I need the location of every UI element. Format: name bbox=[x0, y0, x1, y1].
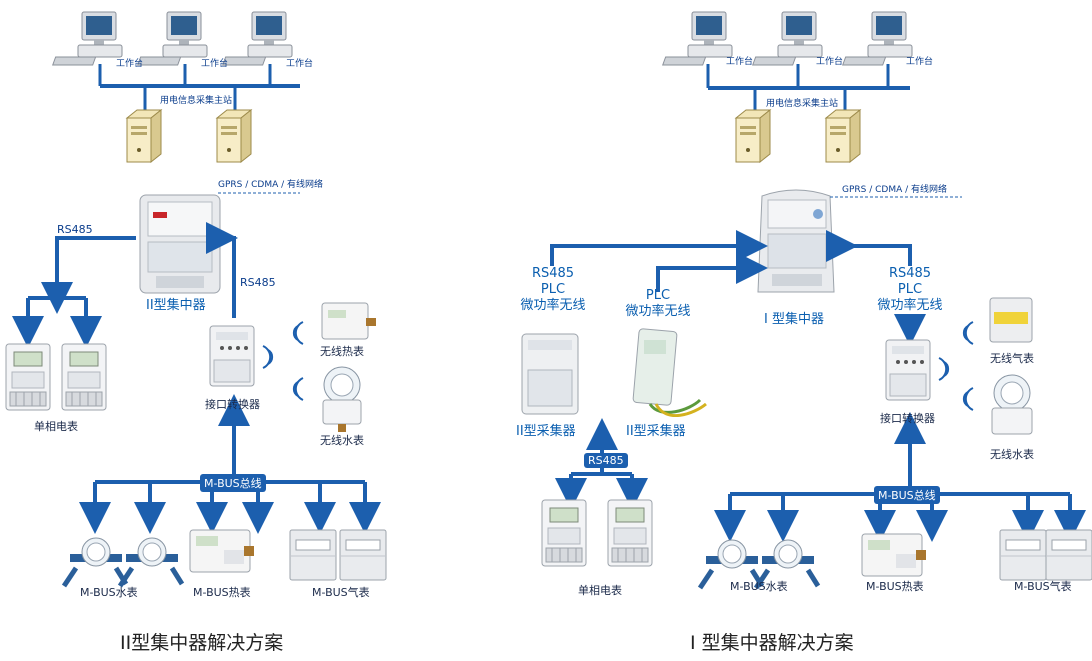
single-phase-meter-icon bbox=[5, 343, 51, 411]
wireless-wave-icon bbox=[962, 321, 974, 345]
workstation-icon bbox=[52, 11, 123, 66]
wireless-gas-meter-icon bbox=[989, 297, 1033, 343]
wireless-wave-icon bbox=[962, 387, 974, 411]
concentrator-i-label: I 型集中器 bbox=[764, 312, 824, 327]
wireless-water-meter-icon bbox=[322, 366, 362, 432]
workstation-icon bbox=[662, 11, 733, 66]
concentrator-i-device bbox=[757, 189, 835, 293]
mbus-gas-meter-label: M-BUS气表 bbox=[1014, 580, 1072, 593]
rs485-label: RS485 bbox=[240, 276, 276, 289]
mbus-gas-meter-icon bbox=[999, 529, 1047, 581]
interface-converter-label: 接口转换器 bbox=[205, 398, 260, 411]
wireless-water-meter-label: 无线水表 bbox=[990, 448, 1034, 461]
mbus-gas-meter-label: M-BUS气表 bbox=[312, 586, 370, 599]
workstation-icon bbox=[842, 11, 913, 66]
rs485-box-label: RS485 bbox=[584, 453, 628, 468]
workstation-icon bbox=[752, 11, 823, 66]
wireless-water-meter-label: 无线水表 bbox=[320, 434, 364, 447]
right-diagram bbox=[521, 11, 1092, 588]
server-icon bbox=[735, 109, 771, 163]
link-left-line: 微功率无线 bbox=[520, 298, 586, 313]
left-solution-caption: II型集中器解决方案 bbox=[120, 632, 284, 654]
interface-converter-label: 接口转换器 bbox=[880, 412, 935, 425]
workstation-label: 工作台 bbox=[726, 57, 754, 67]
server-icon bbox=[126, 109, 162, 163]
single-phase-meter-icon bbox=[541, 499, 587, 567]
wireless-wave-icon bbox=[292, 321, 304, 345]
network-label: GPRS / CDMA / 有线网络 bbox=[218, 180, 324, 190]
link-mid-label: PLC 微功率无线 bbox=[620, 288, 696, 320]
link-right-line: PLC bbox=[897, 282, 923, 297]
link-left-line: PLC bbox=[540, 282, 566, 297]
single-phase-meter-icon bbox=[61, 343, 107, 411]
single-phase-meter-label: 单相电表 bbox=[34, 420, 78, 433]
collector-a-label: II型采集器 bbox=[516, 424, 576, 439]
link-right-line: RS485 bbox=[888, 266, 932, 281]
wireless-water-meter-icon bbox=[991, 374, 1033, 435]
workstation-label: 工作台 bbox=[906, 57, 934, 67]
workstation-label: 工作台 bbox=[201, 59, 229, 69]
mbus-heat-meter-icon bbox=[861, 533, 927, 577]
mbus-heat-meter-icon bbox=[189, 529, 255, 573]
wireless-wave-icon bbox=[262, 345, 274, 369]
mbus-gas-meter-icon bbox=[1045, 529, 1092, 581]
mbus-gas-meter-icon bbox=[339, 529, 387, 581]
link-right-line: 微功率无线 bbox=[877, 298, 943, 313]
mbus-line-label: M-BUS总线 bbox=[874, 486, 940, 504]
collector-a-device bbox=[521, 333, 579, 415]
wireless-wave-icon bbox=[292, 377, 304, 401]
wireless-heat-meter-label: 无线热表 bbox=[320, 345, 364, 358]
mbus-heat-meter-label: M-BUS热表 bbox=[193, 586, 251, 599]
mbus-gas-meter-icon bbox=[289, 529, 337, 581]
link-mid-line: 微功率无线 bbox=[625, 304, 691, 319]
mbus-water-meter-label: M-BUS水表 bbox=[80, 586, 138, 599]
wireless-heat-meter-icon bbox=[321, 302, 376, 340]
master-station-label: 用电信息采集主站 bbox=[766, 99, 839, 109]
mbus-water-meter-icon bbox=[64, 538, 126, 586]
concentrator-ii-device bbox=[139, 194, 221, 294]
workstation-label: 工作台 bbox=[116, 59, 144, 69]
link-mid-line: PLC bbox=[645, 288, 671, 303]
wireless-wave-icon bbox=[938, 357, 950, 381]
right-solution-caption: I 型集中器解决方案 bbox=[690, 632, 854, 654]
server-icon bbox=[825, 109, 861, 163]
wireless-gas-meter-label: 无线气表 bbox=[990, 352, 1034, 365]
single-phase-meter-label: 单相电表 bbox=[578, 584, 622, 597]
workstation-label: 工作台 bbox=[816, 57, 844, 67]
concentrator-ii-label: II型集中器 bbox=[146, 298, 206, 313]
collector-b-label: II型采集器 bbox=[626, 424, 686, 439]
link-left-label: RS485 PLC 微功率无线 bbox=[518, 266, 588, 314]
workstation-icon bbox=[222, 11, 293, 66]
network-label: GPRS / CDMA / 有线网络 bbox=[842, 185, 948, 195]
mbus-line-label: M-BUS总线 bbox=[200, 474, 266, 492]
mbus-water-meter-label: M-BUS水表 bbox=[730, 580, 788, 593]
link-left-line: RS485 bbox=[531, 266, 575, 281]
left-diagram bbox=[5, 11, 387, 586]
interface-converter-icon bbox=[209, 325, 255, 387]
rs485-label: RS485 bbox=[57, 223, 93, 236]
collector-b-device bbox=[632, 328, 707, 418]
master-station-label: 用电信息采集主站 bbox=[160, 96, 233, 106]
workstation-icon bbox=[137, 11, 208, 66]
mbus-heat-meter-label: M-BUS热表 bbox=[866, 580, 924, 593]
server-icon bbox=[216, 109, 252, 163]
single-phase-meter-icon bbox=[607, 499, 653, 567]
link-right-label: RS485 PLC 微功率无线 bbox=[872, 266, 948, 314]
mbus-water-meter-icon bbox=[120, 538, 182, 586]
workstation-label: 工作台 bbox=[286, 59, 314, 69]
interface-converter-icon bbox=[885, 339, 931, 401]
